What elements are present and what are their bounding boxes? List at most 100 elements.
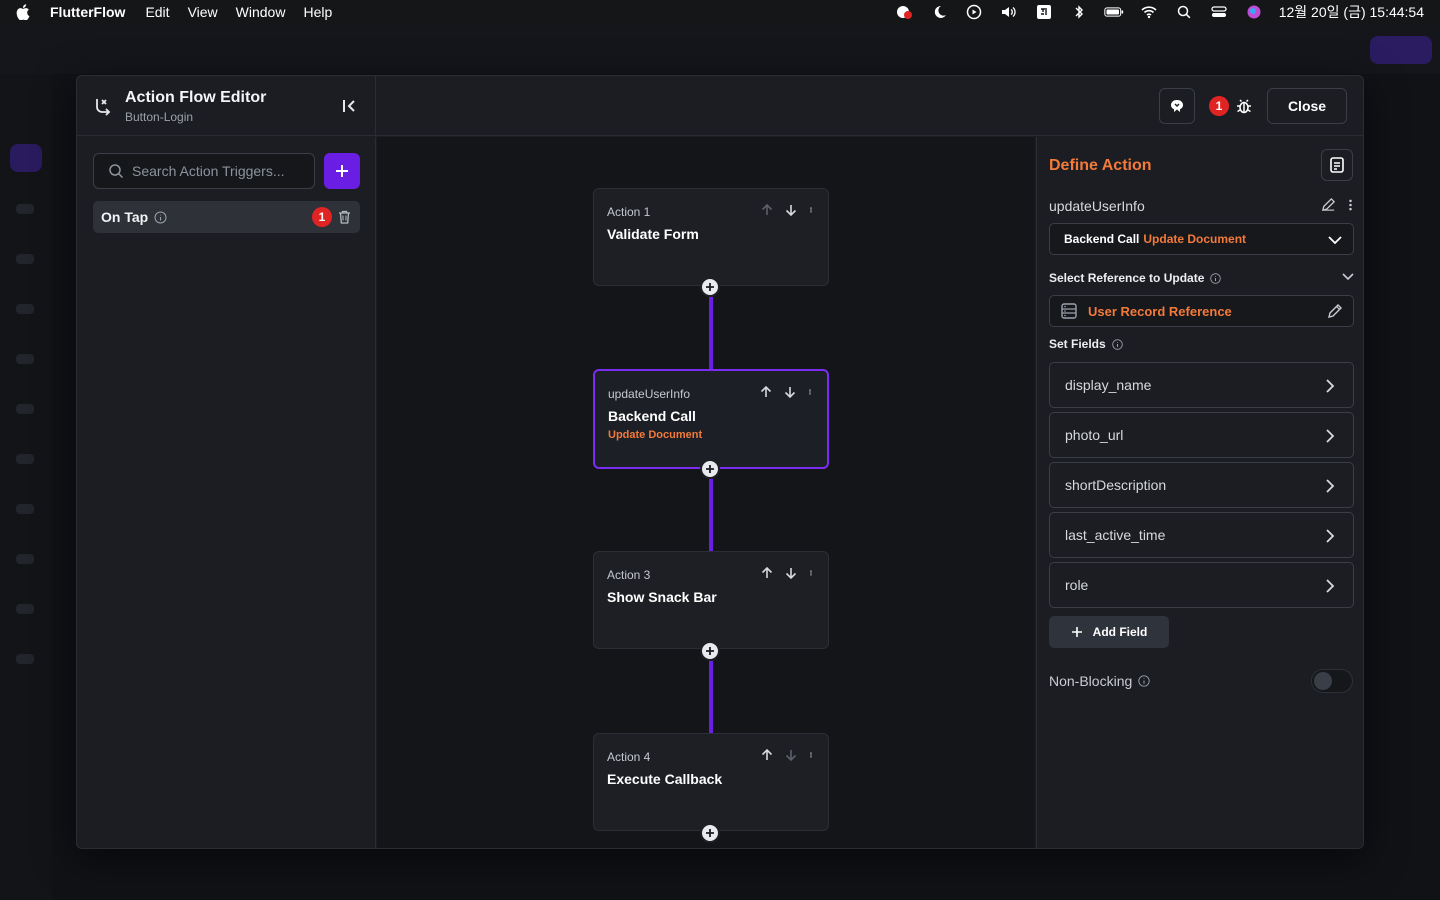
widget-name: Button-Login: [125, 109, 194, 124]
add-trigger-button[interactable]: [324, 153, 360, 189]
background-rail-item: [16, 454, 34, 464]
more-vertical-icon[interactable]: [1348, 198, 1353, 212]
more-vertical-icon[interactable]: [807, 385, 813, 399]
chevron-down-icon[interactable]: [1341, 271, 1355, 283]
menu-window[interactable]: Window: [235, 4, 286, 20]
toggle-knob: [1314, 672, 1332, 690]
search-icon: [109, 164, 124, 179]
plus-icon: [336, 165, 348, 177]
action-card[interactable]: Action 1 Validate Form: [593, 188, 829, 286]
siri-icon[interactable]: [1244, 4, 1264, 20]
reference-value: User Record Reference: [1088, 303, 1232, 319]
menu-app-name[interactable]: FlutterFlow: [50, 4, 126, 20]
play-icon[interactable]: [964, 4, 984, 20]
action-flow-canvas: Action 1 Validate Form updateUserInfo Ba…: [377, 137, 1035, 848]
plus-icon: [706, 829, 714, 837]
field-row-role[interactable]: role: [1049, 562, 1354, 608]
action-name-tools: [1321, 197, 1353, 212]
notification-icon[interactable]: [894, 4, 914, 20]
background-rail-item: [16, 554, 34, 564]
add-action-node[interactable]: [700, 823, 720, 843]
field-row-short-description[interactable]: shortDescription: [1049, 462, 1354, 508]
trigger-label: On Tap: [101, 209, 149, 225]
action-title: Show Snack Bar: [607, 589, 717, 605]
more-vertical-icon[interactable]: [808, 566, 814, 580]
collapse-panel-icon[interactable]: [341, 97, 359, 115]
action-card[interactable]: Action 4 Execute Callback: [593, 733, 829, 831]
chevron-right-icon: [1326, 429, 1335, 443]
field-row-photo-url[interactable]: photo_url: [1049, 412, 1354, 458]
action-tools: [759, 385, 813, 399]
field-row-display-name[interactable]: display_name: [1049, 362, 1354, 408]
non-blocking-toggle[interactable]: [1311, 669, 1353, 693]
move-down-icon[interactable]: [783, 385, 797, 399]
menu-help[interactable]: Help: [303, 4, 333, 20]
action-title: Execute Callback: [607, 771, 723, 787]
action-title: Validate Form: [607, 226, 699, 242]
action-docs-button[interactable]: [1321, 149, 1353, 181]
move-up-icon: [761, 203, 773, 215]
info-icon[interactable]: [1210, 272, 1222, 284]
chevron-right-icon: [1326, 379, 1335, 393]
background-toolbar: [0, 24, 1440, 74]
add-field-button[interactable]: Add Field: [1049, 616, 1169, 648]
wifi-icon[interactable]: [1139, 4, 1159, 20]
action-type-select[interactable]: Backend Call Update Document: [1049, 223, 1354, 255]
volume-icon[interactable]: [999, 4, 1019, 20]
move-up-icon[interactable]: [760, 748, 774, 762]
move-down-icon: [785, 750, 797, 762]
move-up-icon[interactable]: [759, 385, 773, 399]
control-center-icon[interactable]: [1209, 4, 1229, 20]
non-blocking-label: Non-Blocking: [1049, 673, 1150, 689]
flow-connector: [709, 479, 713, 551]
edit-pencil-icon[interactable]: [1321, 197, 1336, 212]
background-rail-item: [16, 254, 34, 264]
section-label: Set Fields: [1049, 337, 1106, 351]
menu-edit[interactable]: Edit: [145, 4, 170, 20]
menubar-datetime[interactable]: 12월 20일 (금) 15:44:54: [1278, 4, 1424, 20]
bluetooth-icon[interactable]: [1069, 4, 1089, 20]
apple-icon[interactable]: [16, 4, 30, 20]
action-label: Action 4: [607, 750, 651, 764]
action-title: Backend Call: [608, 408, 696, 424]
reference-selector[interactable]: User Record Reference: [1049, 295, 1354, 327]
add-action-node[interactable]: [700, 277, 720, 297]
panel-title: Define Action: [1049, 157, 1152, 174]
menu-view[interactable]: View: [187, 4, 218, 20]
move-up-icon[interactable]: [760, 566, 774, 580]
trigger-error-badge: 1: [312, 207, 332, 227]
fields-section-label: Set Fields: [1049, 337, 1123, 351]
add-field-label: Add Field: [1092, 625, 1148, 639]
trigger-item-on-tap[interactable]: On Tap 1: [93, 201, 360, 233]
non-blocking-text: Non-Blocking: [1049, 673, 1133, 689]
info-icon[interactable]: [154, 211, 167, 224]
action-card-selected[interactable]: updateUserInfo Backend Call Update Docum…: [593, 369, 829, 469]
add-action-node[interactable]: [700, 641, 720, 661]
more-vertical-icon[interactable]: [808, 203, 814, 217]
chevron-right-icon: [1326, 479, 1335, 493]
header-actions: 1 Close: [1159, 88, 1347, 124]
battery-icon[interactable]: [1104, 4, 1124, 20]
info-icon[interactable]: [1111, 338, 1123, 350]
ai-assist-button[interactable]: [1159, 88, 1195, 124]
chevron-right-icon: [1326, 529, 1335, 543]
input-source-icon[interactable]: [1034, 4, 1054, 20]
add-action-node[interactable]: [700, 459, 720, 479]
spotlight-search-icon[interactable]: [1174, 4, 1194, 20]
field-name: last_active_time: [1065, 527, 1166, 543]
action-label: Action 1: [607, 205, 651, 219]
focus-moon-icon[interactable]: [929, 4, 949, 20]
action-card[interactable]: Action 3 Show Snack Bar: [593, 551, 829, 649]
header-title-area: Action Flow Editor Button-Login: [77, 76, 376, 136]
move-down-icon[interactable]: [784, 203, 798, 217]
edit-pencil-icon[interactable]: [1327, 303, 1343, 319]
debug-issues[interactable]: 1: [1205, 96, 1257, 116]
close-button[interactable]: Close: [1267, 88, 1347, 124]
move-down-icon[interactable]: [784, 566, 798, 580]
trash-icon[interactable]: [338, 210, 351, 224]
search-input[interactable]: [132, 163, 302, 179]
more-vertical-icon[interactable]: [808, 748, 814, 762]
info-icon[interactable]: [1138, 675, 1150, 687]
field-row-last-active-time[interactable]: last_active_time: [1049, 512, 1354, 558]
action-tools: [760, 203, 814, 217]
